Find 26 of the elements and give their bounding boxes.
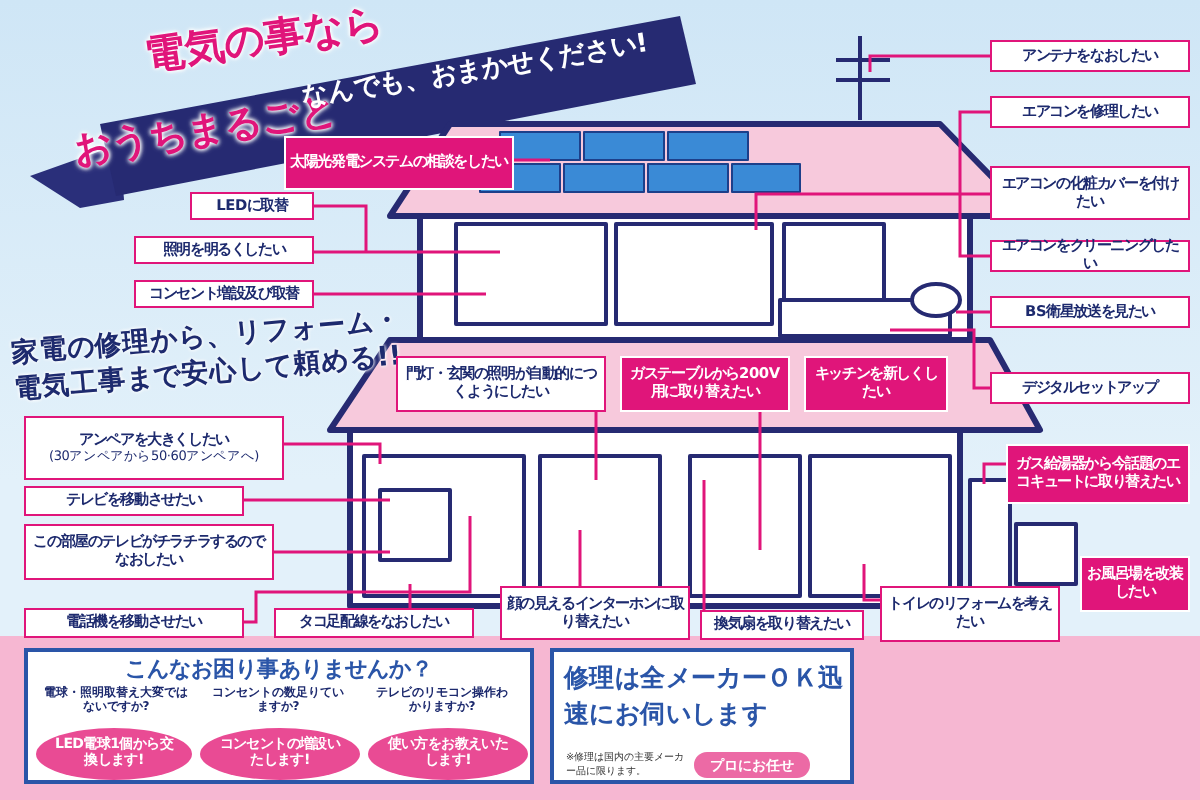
panel-heading: こんなお困り事ありませんか？ bbox=[123, 654, 435, 684]
leader-line bbox=[982, 462, 1006, 484]
leader-line bbox=[702, 480, 706, 610]
info-panel bbox=[24, 648, 534, 784]
leader-line bbox=[758, 412, 762, 550]
leader-line bbox=[274, 550, 390, 554]
leader-line bbox=[578, 530, 582, 586]
leader-line bbox=[890, 328, 990, 390]
leader-line bbox=[862, 564, 880, 602]
leader-line bbox=[958, 192, 990, 258]
leader-line bbox=[314, 292, 486, 296]
leader-line bbox=[408, 584, 412, 608]
info-panel bbox=[550, 648, 854, 784]
leader-line bbox=[314, 204, 368, 252]
leader-line bbox=[754, 192, 990, 230]
leader-line bbox=[594, 412, 598, 480]
leader-line bbox=[956, 310, 990, 314]
leader-line bbox=[314, 250, 500, 254]
panel-heading: 修理は全メーカーＯＫ迅速にお伺いします bbox=[564, 660, 846, 730]
leader-line bbox=[868, 54, 990, 72]
leader-line bbox=[244, 516, 472, 624]
leader-line bbox=[958, 110, 990, 192]
leader-line bbox=[514, 158, 550, 162]
callout-label bbox=[24, 416, 284, 480]
leader-line bbox=[244, 498, 390, 502]
leader-line bbox=[284, 442, 382, 464]
